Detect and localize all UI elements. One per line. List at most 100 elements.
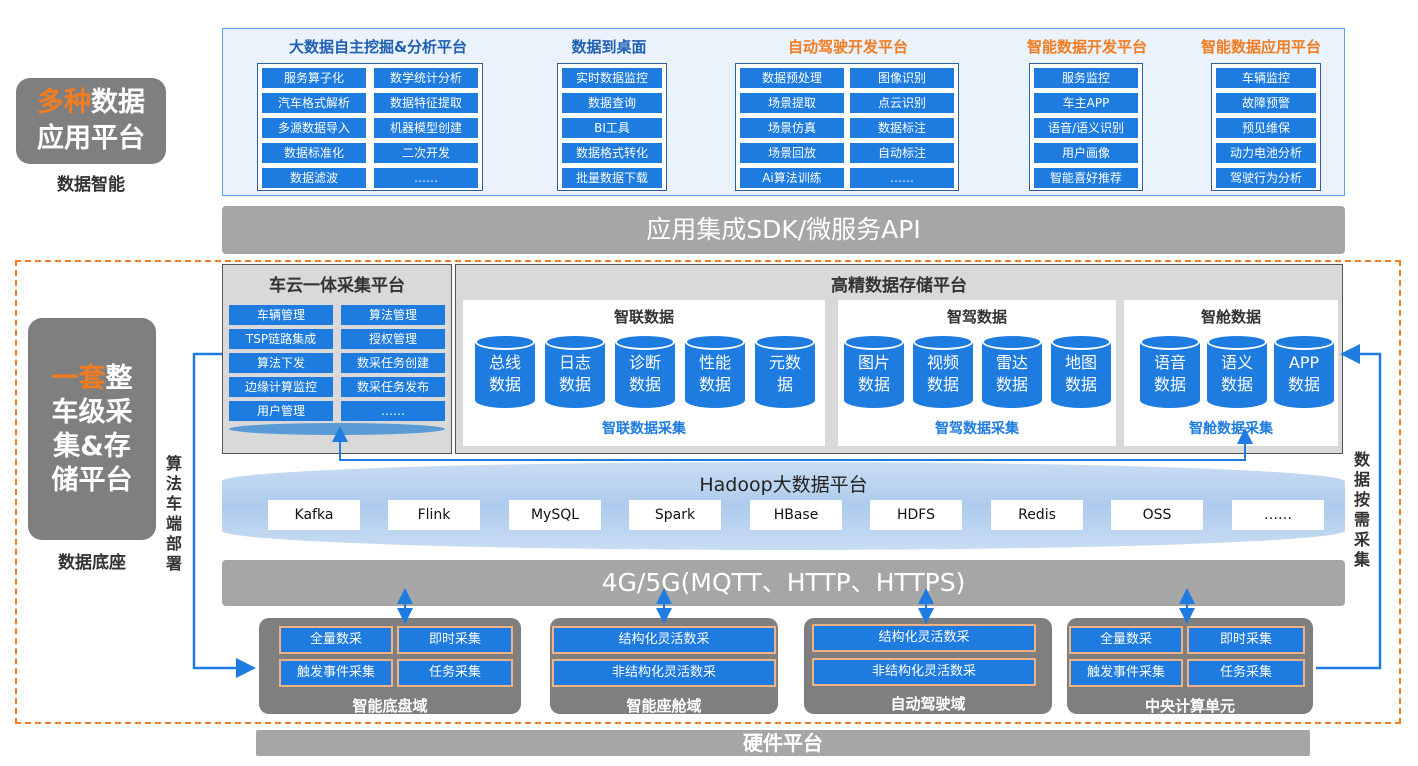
feature-cell: 数学统计分析 xyxy=(374,68,478,88)
section-footer: 智联数据采集 xyxy=(602,421,686,437)
platform-grid: 服务监控 车主APP 语音/语义识别 用户画像 智能喜好推荐 xyxy=(1029,63,1143,191)
feature-cell: 算法管理 xyxy=(341,305,445,325)
platform-title: 数据到桌面 xyxy=(571,38,647,56)
feature-cell: 二次开发 xyxy=(374,143,478,163)
label-text: 应用平台 xyxy=(37,123,145,154)
cockpit-domain: 结构化灵活数采 非结构化灵活数采 智能座舱域 xyxy=(550,618,778,715)
data-intelligence-caption: 数据智能 xyxy=(57,175,125,195)
char: 车 xyxy=(165,494,182,513)
disk-base xyxy=(229,423,445,435)
tech-hdfs: HDFS xyxy=(870,500,962,530)
feature-cell: BI工具 xyxy=(562,118,662,138)
feature-cell: 故障预警 xyxy=(1216,93,1316,113)
tech-mysql: MySQL xyxy=(509,500,601,530)
feature-cell: 智能喜好推荐 xyxy=(1034,168,1138,188)
platform-title: 大数据自主挖掘&分析平台 xyxy=(288,38,468,56)
tech-flink: Flink xyxy=(388,500,480,530)
feature-cell: Ai算法训练 xyxy=(740,168,844,188)
highlight-text: 多种 xyxy=(37,87,91,118)
db-label: 日志 xyxy=(558,353,591,372)
collect-chip: 结构化灵活数采 xyxy=(552,626,776,654)
char: 署 xyxy=(165,554,182,573)
tech-hbase: HBase xyxy=(750,500,842,530)
platform-title: 智能数据开发平台 xyxy=(1026,38,1147,56)
feature-cell: 车辆监控 xyxy=(1216,68,1316,88)
db-label: 诊断 xyxy=(628,353,661,372)
db-label: 语音 xyxy=(1153,353,1186,372)
feature-cell: 批量数据下载 xyxy=(562,168,662,188)
sdk-api-bar: 应用集成SDK/微服务API xyxy=(222,206,1345,254)
domain-caption: 自动驾驶域 xyxy=(890,695,966,713)
multi-app-platform-box: 多种数据 应用平台 xyxy=(16,78,166,164)
collect-chip: 非结构化灵活数采 xyxy=(552,659,776,687)
feature-cell: 数采任务创建 xyxy=(341,353,445,373)
autodrive-data-section: 智驾数据 图片数据 视频数据 雷达数据 地图数据 智驾数据采集 xyxy=(838,300,1116,446)
feature-cell: …… xyxy=(850,168,954,188)
db-label: 数据 xyxy=(857,375,890,394)
db-label: 性能 xyxy=(698,353,731,372)
db-label: 数据 xyxy=(628,375,661,394)
tech-oss: OSS xyxy=(1111,500,1203,530)
feature-cell: 点云识别 xyxy=(850,93,954,113)
db-label: 地图 xyxy=(1064,353,1097,372)
tech-spark: Spark xyxy=(629,500,721,530)
domain-caption: 智能座舱域 xyxy=(626,697,702,715)
feature-cell: 算法下发 xyxy=(229,353,333,373)
collect-chip: 触发事件采集 xyxy=(279,659,393,687)
feature-cell: 汽车格式解析 xyxy=(262,93,366,113)
central-compute-domain: 全量数采 即时采集 触发事件采集 任务采集 中央计算单元 xyxy=(1067,618,1313,715)
feature-cell: 预见维保 xyxy=(1216,118,1316,138)
platform-title: Hadoop大数据平台 xyxy=(699,474,868,496)
feature-cell: 场景提取 xyxy=(740,93,844,113)
feature-cell: 数据预处理 xyxy=(740,68,844,88)
label-text: 数据 xyxy=(91,87,145,118)
section-title: 智联数据 xyxy=(613,308,674,326)
network-bar: 4G/5G(MQTT、HTTP、HTTPS) xyxy=(222,560,1345,606)
feature-cell: 动力电池分析 xyxy=(1216,143,1316,163)
connected-data-section: 智联数据 总线数据 日志数据 诊断数据 性能数据 元数据 智联数据采集 xyxy=(463,300,825,446)
label-text: 整 xyxy=(105,363,133,394)
char: 端 xyxy=(165,514,182,533)
char: 集 xyxy=(1353,550,1370,569)
db-label: 视频 xyxy=(926,353,959,372)
section-footer: 智舱数据采集 xyxy=(1189,421,1273,437)
feature-cell: 数据特征提取 xyxy=(374,93,478,113)
feature-cell: 用户画像 xyxy=(1034,143,1138,163)
feature-cell: 多源数据导入 xyxy=(262,118,366,138)
database-icon: 图片数据 xyxy=(844,334,904,408)
db-label: 数据 xyxy=(1064,375,1097,394)
database-icon: 诊断数据 xyxy=(615,334,675,408)
feature-cell: …… xyxy=(374,168,478,188)
platform-title: 自动驾驶开发平台 xyxy=(787,38,908,56)
application-platforms-panel: 大数据自主挖掘&分析平台 服务算子化 数学统计分析 汽车格式解析 数据特征提取 … xyxy=(222,28,1345,196)
feature-cell: 实时数据监控 xyxy=(562,68,662,88)
db-label: 数据 xyxy=(558,375,591,394)
db-label: 语义 xyxy=(1220,353,1253,372)
database-icon: 视频数据 xyxy=(913,334,973,408)
feature-cell: 数采任务发布 xyxy=(341,377,445,397)
label-text: 储平台 xyxy=(51,465,133,496)
feature-cell: 语音/语义识别 xyxy=(1034,118,1138,138)
on-demand-collect-label: 数 据 按 需 采 集 xyxy=(1352,450,1372,570)
label-text: 车级采 xyxy=(51,397,133,428)
feature-cell: 服务算子化 xyxy=(262,68,366,88)
db-label: APP xyxy=(1288,353,1320,372)
char: 采 xyxy=(1353,530,1370,549)
panel-title: 高精数据存储平台 xyxy=(831,276,967,296)
database-icon: 语义数据 xyxy=(1207,334,1267,408)
unified-platform-box: 一套整 车级采 集&存 储平台 xyxy=(28,318,156,540)
feature-cell: TSP链路集成 xyxy=(229,329,333,349)
collect-chip: 全量数采 xyxy=(1069,626,1183,654)
feature-cell: 数据滤波 xyxy=(262,168,366,188)
database-icon: 性能数据 xyxy=(685,334,745,408)
char: 需 xyxy=(1353,510,1370,529)
feature-cell: 授权管理 xyxy=(341,329,445,349)
database-icon: APP 数据 xyxy=(1274,334,1334,408)
collect-chip: 即时采集 xyxy=(397,626,513,654)
tech-redis: Redis xyxy=(991,500,1083,530)
char: 数 xyxy=(1353,450,1370,469)
feature-cell: …… xyxy=(341,401,445,421)
db-label: 图片 xyxy=(857,353,890,372)
db-label: 数据 xyxy=(1287,375,1320,394)
highlight-text: 一套 xyxy=(51,363,106,394)
